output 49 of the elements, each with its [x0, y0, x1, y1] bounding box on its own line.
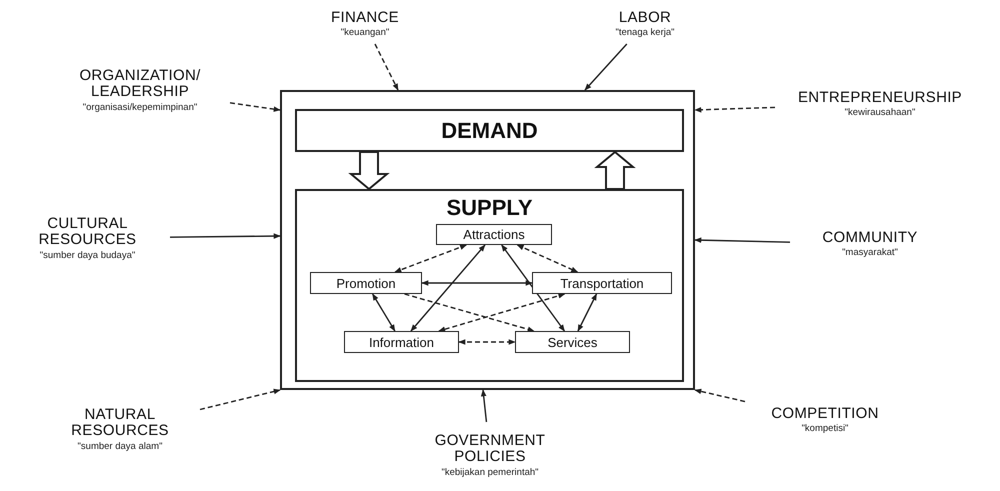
arrow: [200, 388, 281, 410]
arrow: [438, 293, 566, 332]
factor-name: ENTREPRENEURSHIP: [798, 90, 962, 106]
outer-frame: [280, 90, 695, 390]
factor-name: NATURAL RESOURCES: [70, 406, 170, 440]
factor-translation: "sumber daya alam": [78, 440, 162, 452]
supply-box: [295, 189, 684, 382]
factor-name: GOVERNMENT POLICIES: [434, 432, 546, 466]
factor-translation: "sumber daya budaya": [40, 250, 136, 260]
factor-name: CULTURAL RESOURCES: [38, 216, 138, 248]
factor-translation: "tenaga kerja": [615, 27, 675, 38]
factor-translation: "kompetisi": [802, 423, 848, 434]
component-box: Promotion: [310, 272, 422, 294]
factor-translation: "kebijakan pemerintah": [441, 466, 539, 478]
block-arrow: [594, 150, 636, 190]
arrow: [584, 44, 628, 91]
supply-title: SUPPLY: [445, 195, 534, 221]
component-box: Attractions: [436, 224, 552, 245]
arrow: [694, 388, 746, 402]
arrow: [372, 293, 396, 332]
block-arrow: [348, 151, 390, 190]
factor-translation: "masyarakat": [842, 247, 898, 258]
arrow: [480, 389, 488, 422]
arrow: [394, 244, 467, 273]
arrow: [374, 44, 399, 91]
arrow: [516, 244, 578, 273]
arrow: [410, 244, 486, 332]
component-box: Transportation: [532, 272, 672, 294]
arrow: [501, 244, 566, 332]
factor-name: LABOR: [618, 10, 672, 26]
arrow: [421, 280, 533, 286]
factor-name: COMPETITION: [771, 406, 879, 422]
factor-name: ORGANIZATION/ LEADERSHIP: [78, 68, 202, 100]
factor-name: COMMUNITY: [822, 230, 918, 246]
arrow: [577, 293, 598, 332]
component-box: Services: [515, 331, 630, 353]
component-box: Information: [344, 331, 459, 353]
arrow: [230, 102, 281, 112]
arrow: [404, 293, 535, 332]
arrow: [170, 233, 281, 239]
factor-translation: "keuangan": [340, 27, 390, 38]
factor-translation: "kewirausahaan": [844, 107, 916, 118]
arrow: [694, 106, 776, 113]
arrow: [458, 339, 516, 345]
demand-box: [295, 109, 684, 152]
arrow: [694, 237, 790, 243]
factor-translation: "organisasi/kepemimpinan": [82, 102, 198, 112]
factor-name: FINANCE: [331, 10, 399, 26]
demand-title: DEMAND: [441, 118, 538, 144]
